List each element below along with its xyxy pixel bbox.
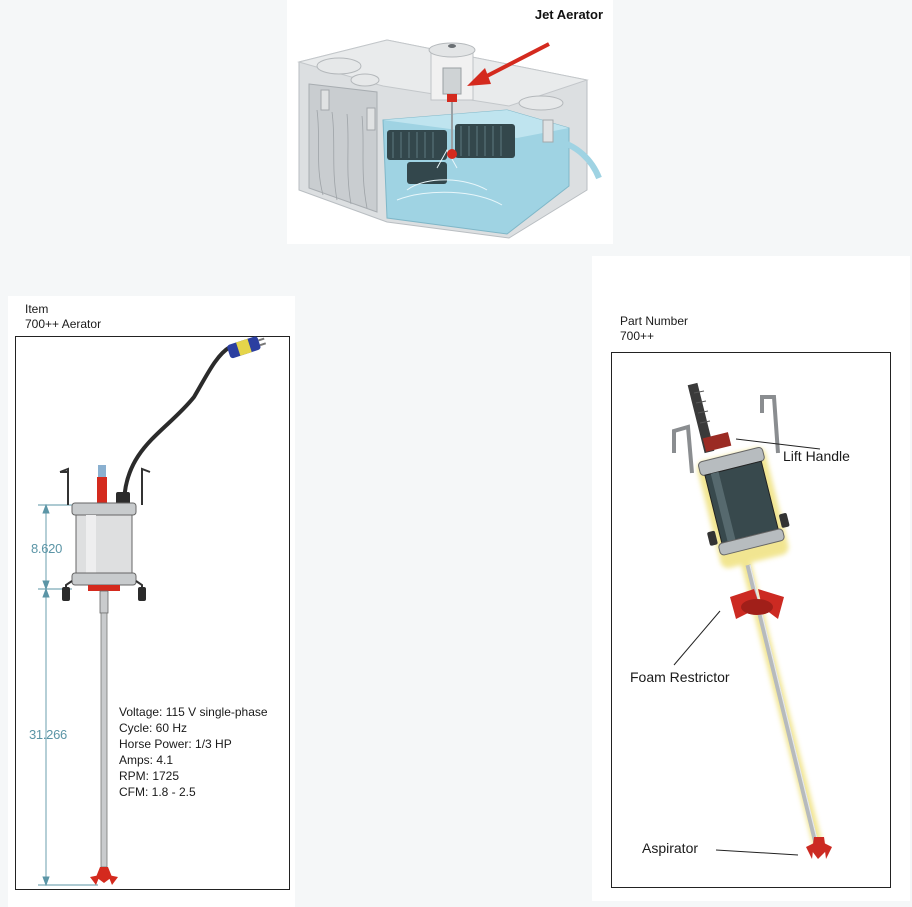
septic-tank-cutaway-illustration xyxy=(297,39,602,239)
aerator-drawing-frame: 8.620 31.266 xyxy=(15,336,290,890)
spec-list: Voltage: 115 V single-phase Cycle: 60 Hz… xyxy=(119,704,268,800)
part-callout-panel: Part Number 700++ xyxy=(592,256,910,901)
part-number-label: Part Number xyxy=(620,314,689,328)
item-caption: Item 700++ Aerator xyxy=(25,302,101,332)
jet-aerator-panel: Jet Aerator xyxy=(287,0,613,244)
dimension-lower: 31.266 xyxy=(29,727,67,742)
spec-cfm: CFM: 1.8 - 2.5 xyxy=(119,785,196,799)
lift-handle-callout: Lift Handle xyxy=(783,448,850,464)
item-label: Item xyxy=(25,302,49,316)
part-photo-frame: Lift Handle Foam Restrictor Aspirator xyxy=(611,352,891,888)
foam-restrictor-callout: Foam Restrictor xyxy=(630,669,730,685)
spec-voltage: Voltage: 115 V single-phase xyxy=(119,705,268,719)
spec-horse-power: Horse Power: 1/3 HP xyxy=(119,737,232,751)
spec-cycle: Cycle: 60 Hz xyxy=(119,721,188,735)
part-number-caption: Part Number 700++ xyxy=(620,314,688,344)
aerator-spec-panel: Item 700++ Aerator xyxy=(8,296,295,907)
aerator-technical-drawing xyxy=(38,336,267,887)
spec-rpm: RPM: 1725 xyxy=(119,769,180,783)
part-number-value: 700++ xyxy=(620,329,655,343)
jet-aerator-title: Jet Aerator xyxy=(534,7,603,22)
item-name: 700++ Aerator xyxy=(25,317,102,331)
spec-amps: Amps: 4.1 xyxy=(119,753,174,767)
aerator-product-photo xyxy=(672,382,832,859)
aspirator-callout: Aspirator xyxy=(642,840,699,856)
dimension-upper: 8.620 xyxy=(31,541,63,556)
